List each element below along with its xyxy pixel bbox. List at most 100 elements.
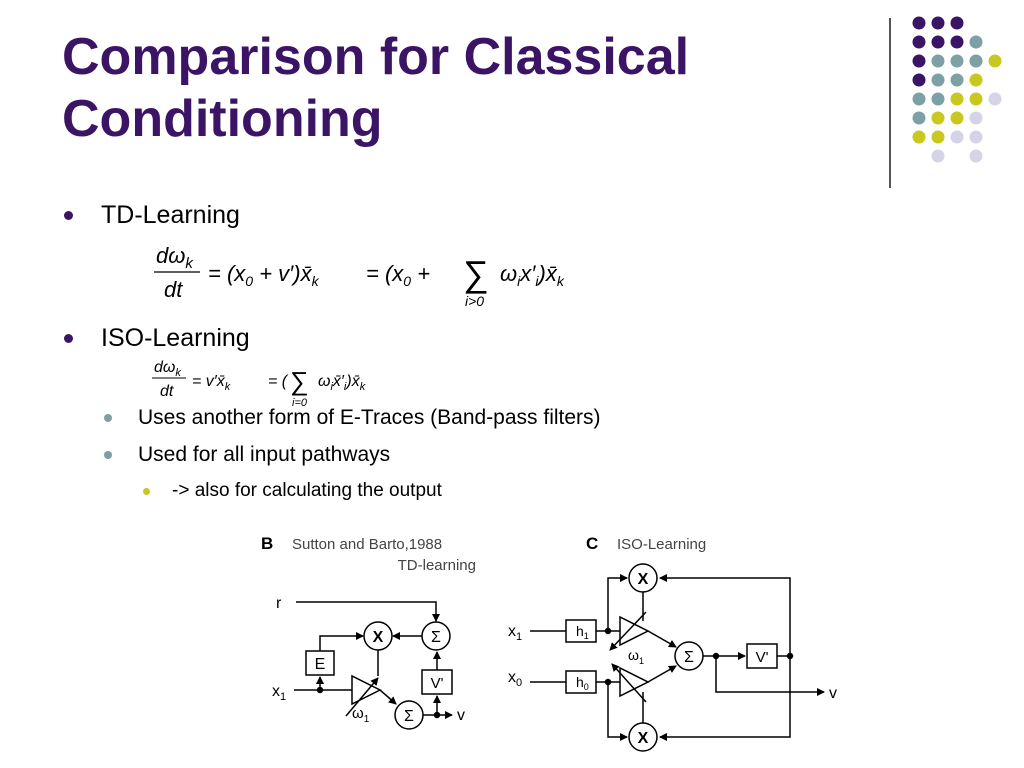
td-equation: dωk dt = (x0 + v′)x̄k = (x0 + ∑ i>0 ωix′… (154, 243, 565, 309)
grid-dot (931, 111, 945, 125)
grid-dot (931, 149, 945, 163)
grid-dot (912, 92, 926, 106)
eq-iso-term: ωix̄′i)x̄k (318, 373, 366, 393)
eq-td-part1: = (x0 + v′)x̄k (208, 261, 320, 289)
eq-td-part2: = (x0 + (366, 261, 430, 289)
grid-dot (950, 92, 964, 106)
bullet-text: ISO-Learning (101, 324, 250, 352)
diagram-c-output-wire (715, 656, 825, 696)
bullet-dot (143, 487, 150, 495)
grid-dot (969, 130, 983, 144)
diagram-b-r-label: r (276, 595, 282, 612)
bullet-text: Used for all input pathways (138, 443, 391, 466)
sub-bullet-etraces: Uses another form of E-Traces (Band-pass… (104, 406, 601, 430)
bullet-td-learning: TD-Learning (64, 201, 240, 230)
eq-iso-sum-limit: i=0 (292, 397, 308, 409)
grid-dot (931, 35, 945, 49)
diagram-b-letter: B (261, 534, 273, 553)
diagram-b-v-label: v (457, 707, 465, 724)
eq-td-sum-symbol: ∑ (463, 253, 489, 294)
grid-dot (931, 73, 945, 87)
diagram-c-multiply-bottom-label: X (638, 730, 649, 747)
header-divider (889, 18, 891, 188)
iso-equation: dωk dt = v′x̄k = ( ∑ i=0 ωix̄′i)x̄k (152, 359, 366, 409)
grid-dot (931, 92, 945, 106)
diagram-c-amp-top-to-sum (647, 630, 677, 648)
diagram-c-vprime-label: V' (756, 649, 769, 666)
diagram-c-iso-learning: C ISO-Learning X X x1 h1 x0 h0 ω1 (508, 534, 837, 752)
diagram-b-td-learning: B Sutton and Barto,1988 TD-learning r Σ … (261, 534, 476, 730)
bullet-dot (104, 451, 112, 459)
grid-dot (950, 35, 964, 49)
bullet-text: Uses another form of E-Traces (Band-pass… (138, 406, 601, 429)
grid-dot (912, 54, 926, 68)
diagram-b-amp-to-sum (379, 689, 397, 705)
diagram-c-amplifier-top (619, 615, 650, 647)
eq-iso-sum-symbol: ∑ (290, 366, 309, 396)
grid-dot (969, 111, 983, 125)
diagram-b-sum-top-label: Σ (431, 629, 441, 646)
grid-dot (988, 92, 1002, 106)
sub-bullet-input-pathways: Used for all input pathways (104, 443, 390, 467)
diagram-b-caption-2: TD-learning (398, 557, 476, 574)
diagram-b-caption-1: Sutton and Barto,1988 (292, 536, 442, 553)
decorative-dot-grid (912, 16, 1002, 163)
eq-iso-part1: = v′x̄k (192, 373, 231, 393)
diagram-b-e-label: E (315, 656, 326, 673)
grid-dot (950, 16, 964, 30)
grid-dot (950, 130, 964, 144)
diagram-c-weight-arrow-bottom (611, 663, 647, 703)
grid-dot (931, 54, 945, 68)
diagram-b-e-to-mult (319, 632, 364, 651)
eq-td-term: ωix′i)x̄k (500, 261, 565, 289)
grid-dot (969, 73, 983, 87)
diagram-c-amp-bottom-to-sum (647, 665, 677, 683)
grid-dot (988, 54, 1002, 68)
diagram-b-vprime-label: V' (431, 675, 444, 692)
bullet-text: TD-Learning (101, 201, 240, 229)
diagram-b-r-wire (296, 601, 440, 622)
dot-grid-dots (912, 16, 1002, 163)
grid-dot (950, 73, 964, 87)
grid-dot (912, 130, 926, 144)
eq-iso-lhs-num: dωk (154, 359, 181, 379)
grid-dot (969, 92, 983, 106)
grid-dot (912, 35, 926, 49)
diagram-c-letter: C (586, 534, 598, 553)
grid-dot (969, 54, 983, 68)
eq-td-lhs-den: dt (164, 277, 183, 302)
grid-dot (912, 16, 926, 30)
bullet-dot (104, 414, 112, 422)
eq-td-lhs-num: dωk (156, 243, 194, 272)
diagram-b-omega-label: ω1 (352, 705, 370, 725)
bullet-text: -> also for calculating the output (172, 480, 442, 501)
grid-dot (950, 111, 964, 125)
eq-iso-part2: = ( (268, 373, 289, 390)
diagram-c-omega-label: ω1 (628, 647, 644, 666)
slide-title: Comparison for Classical Conditioning (62, 26, 862, 150)
grid-dot (969, 149, 983, 163)
bullet-iso-learning: ISO-Learning (64, 324, 250, 353)
diagram-c-feedback-top (659, 574, 791, 656)
diagram-c-amplifier-bottom (619, 666, 650, 698)
diagram-c-x0-label: x0 (508, 669, 522, 689)
diagram-c-weight-arrow-top (609, 611, 647, 651)
diagram-c-multiply-top-label: X (638, 571, 649, 588)
diagram-c-h1-label: h1 (576, 623, 589, 641)
bullet-dot (64, 211, 73, 220)
eq-td-sum-limit: i>0 (465, 293, 484, 309)
diagram-b-amplifier (351, 674, 382, 706)
diagram-c-sum-label: Σ (684, 649, 694, 666)
sub-sub-bullet-output: -> also for calculating the output (143, 480, 442, 502)
circuit-diagrams: B Sutton and Barto,1988 TD-learning r Σ … (261, 534, 837, 752)
diagram-c-h1-to-mult (607, 574, 628, 631)
diagram-c-feedback-bottom (659, 656, 791, 741)
grid-dot (950, 54, 964, 68)
grid-dot (969, 35, 983, 49)
diagram-b-multiply-label: X (373, 629, 384, 646)
diagram-c-h0-label: h0 (576, 674, 589, 692)
grid-dot (931, 16, 945, 30)
grid-dot (912, 111, 926, 125)
grid-dot (912, 73, 926, 87)
diagram-c-caption: ISO-Learning (617, 536, 706, 553)
